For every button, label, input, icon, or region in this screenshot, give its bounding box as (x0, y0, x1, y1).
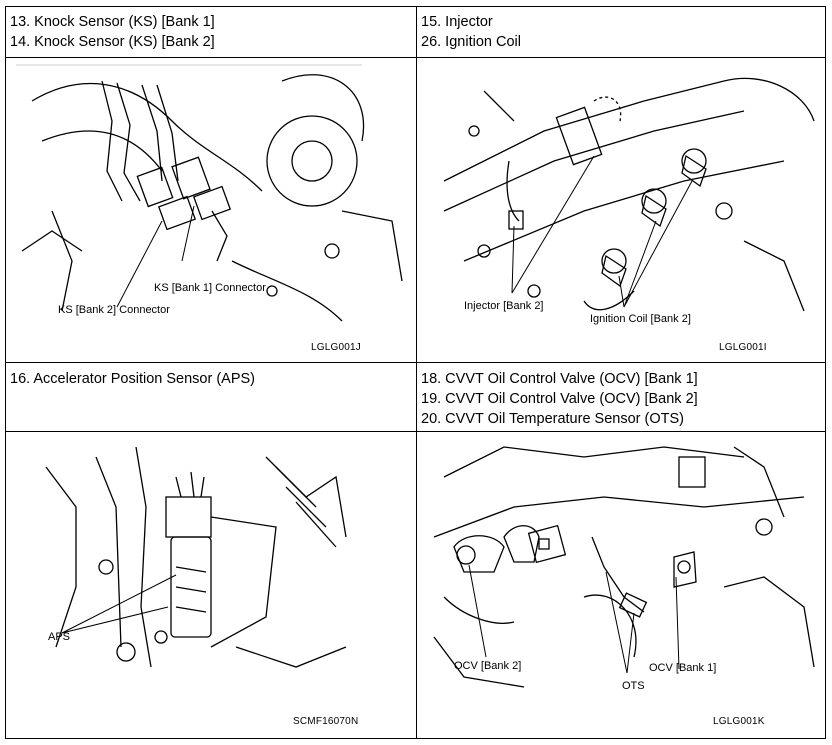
injector-coil-illustration: Injector [Bank 2] Ignition Coil [Bank 2] (443, 77, 815, 325)
column-divider (416, 7, 417, 738)
header-line: 18. CVVT Oil Control Valve (OCV) [Bank 1… (421, 371, 698, 387)
row-divider (6, 362, 825, 363)
callout-ots: OTS (622, 680, 645, 692)
callout-ks-bank2-connector: KS [Bank 2] Connector (58, 304, 170, 316)
header-line: 20. CVVT Oil Temperature Sensor (OTS) (421, 411, 684, 427)
callout-ks-bank1-connector: KS [Bank 1] Connector (154, 282, 266, 294)
knock-sensor-illustration: KS [Bank 1] Connector KS [Bank 2] Connec… (16, 64, 403, 322)
figure-code: LGLG001I (719, 342, 767, 353)
figure-code: LGLG001K (713, 716, 765, 727)
header-line: 16. Accelerator Position Sensor (APS) (10, 371, 256, 387)
header-cvvt: 18. CVVT Oil Control Valve (OCV) [Bank 1… (421, 369, 698, 429)
component-table: 13. Knock Sensor (KS) [Bank 1] 14. Knock… (5, 6, 826, 739)
figure-code: SCMF16070N (293, 716, 359, 727)
header-line: 14. Knock Sensor (KS) [Bank 2] (10, 34, 215, 50)
figure-code: LGLG001J (311, 342, 361, 353)
header-knock-sensor: 13. Knock Sensor (KS) [Bank 1] 14. Knock… (10, 12, 215, 52)
callout-injector-bank2: Injector [Bank 2] (464, 300, 544, 312)
figure-cvvt: OCV [Bank 2] OTS OCV [Bank 1] (424, 437, 820, 702)
header-line: 15. Injector (421, 14, 493, 30)
callout-ocv-bank2: OCV [Bank 2] (454, 660, 521, 672)
header-line: 26. Ignition Coil (421, 34, 521, 50)
header-line: 19. CVVT Oil Control Valve (OCV) [Bank 2… (421, 391, 698, 407)
callout-aps: APS (48, 631, 70, 643)
aps-illustration: APS (45, 447, 347, 668)
header-injector: 15. Injector 26. Ignition Coil (421, 12, 521, 52)
row-divider (6, 57, 825, 58)
figure-knock-sensor: KS [Bank 1] Connector KS [Bank 2] Connec… (12, 61, 412, 331)
figure-aps: APS (36, 447, 356, 677)
header-line: 13. Knock Sensor (KS) [Bank 1] (10, 14, 215, 30)
callout-ignition-coil-bank2: Ignition Coil [Bank 2] (590, 313, 691, 325)
cvvt-illustration: OCV [Bank 2] OTS OCV [Bank 1] (433, 446, 815, 692)
callout-ocv-bank1: OCV [Bank 1] (649, 662, 716, 674)
header-aps: 16. Accelerator Position Sensor (APS) (10, 369, 255, 389)
row-divider (6, 431, 825, 432)
figure-injector-coil: Injector [Bank 2] Ignition Coil [Bank 2] (424, 61, 820, 331)
